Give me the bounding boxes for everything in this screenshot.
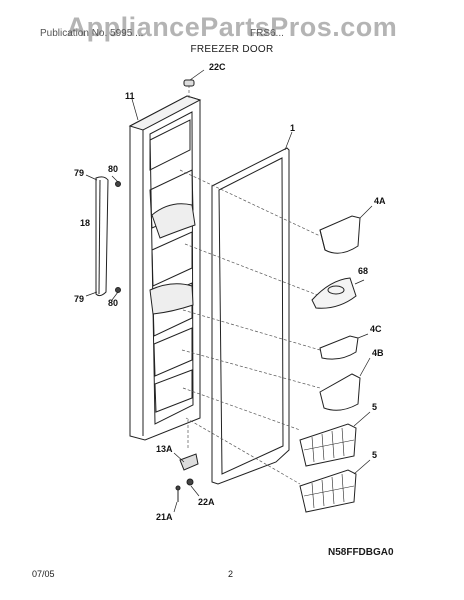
door-gasket xyxy=(211,147,290,485)
watermark: AppliancePartsPros.com xyxy=(66,12,398,42)
callout-79-upper: 79 xyxy=(74,168,84,178)
door-bin-4C xyxy=(319,335,359,360)
wire-basket-upper xyxy=(299,423,357,467)
publication-number: Publication No. 5995 ... xyxy=(40,28,144,39)
callout-79-lower: 79 xyxy=(74,294,84,304)
callout-21A: 21A xyxy=(156,512,173,522)
callout-4B: 4B xyxy=(372,348,384,358)
callout-5-lower: 5 xyxy=(372,450,377,460)
door-handle xyxy=(95,176,109,297)
section-title: FREEZER DOOR xyxy=(190,44,274,55)
callout-13A: 13A xyxy=(156,444,173,454)
callout-80-lower: 80 xyxy=(108,298,118,308)
ice-container-68 xyxy=(311,277,357,309)
callout-4A: 4A xyxy=(374,196,386,206)
wire-basket-lower xyxy=(299,469,357,513)
diagram-code: N58FFDBGA0 xyxy=(328,547,394,558)
screw-80-upper xyxy=(115,181,121,187)
hinge-cap-top xyxy=(183,79,195,87)
callout-22C: 22C xyxy=(209,62,226,72)
bottom-hinge xyxy=(175,453,199,502)
page-number: 2 xyxy=(228,569,234,579)
model-number: FRS6... xyxy=(250,28,284,39)
footer-date: 07/05 xyxy=(32,569,55,579)
callout-11: 11 xyxy=(125,91,135,101)
callout-68: 68 xyxy=(358,266,368,276)
callout-5-upper: 5 xyxy=(372,402,377,412)
callout-18: 18 xyxy=(80,218,90,228)
callout-4C: 4C xyxy=(370,324,382,334)
door-bin-4B xyxy=(319,373,361,411)
door-bin-4A xyxy=(319,215,361,254)
screw-80-lower xyxy=(115,287,121,293)
callout-80-upper: 80 xyxy=(108,164,118,174)
callout-1: 1 xyxy=(290,123,295,133)
door-panel xyxy=(128,95,202,441)
callout-22A: 22A xyxy=(198,497,215,507)
